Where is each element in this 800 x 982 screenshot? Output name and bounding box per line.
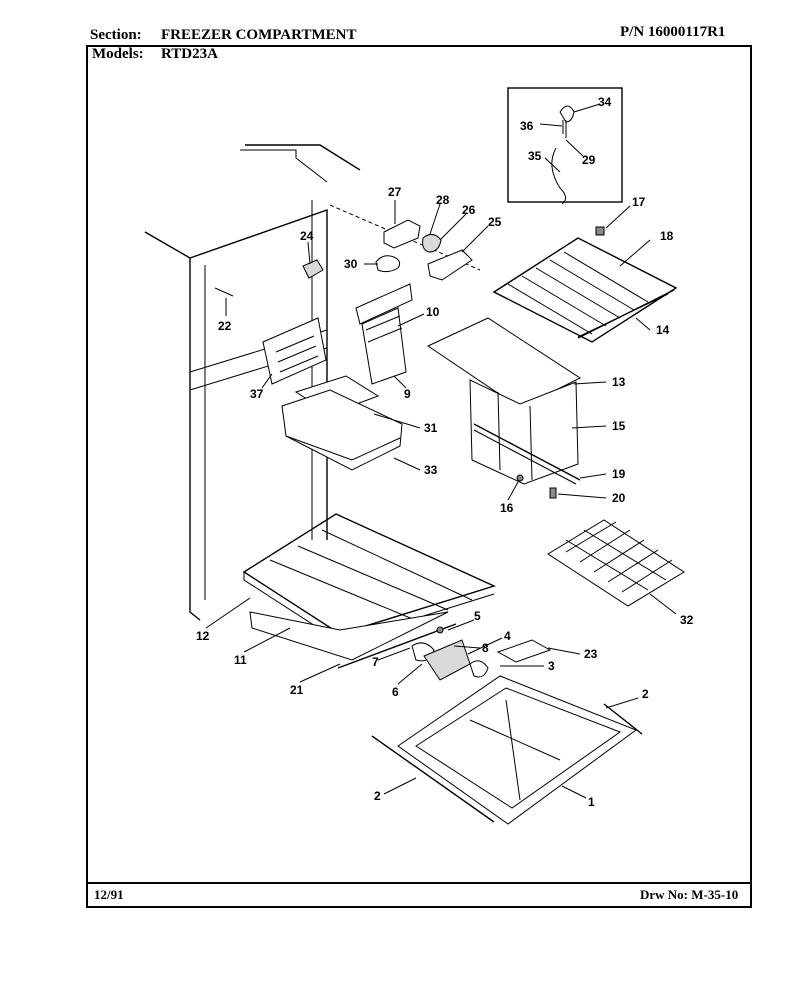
- callout-19: 19: [612, 467, 626, 481]
- footer-divider: [86, 882, 752, 884]
- callout-8: 8: [482, 641, 489, 655]
- callout-35: 35: [528, 149, 542, 163]
- light-socket: [422, 234, 442, 253]
- pan-rail-right: [603, 703, 643, 735]
- shelf-bracket: [469, 379, 579, 485]
- screw: [516, 474, 524, 482]
- callout-11: 11: [234, 653, 247, 667]
- callout-labels: 34 36 35 29 27 28 26 25 17 18 24 30 22 1…: [196, 95, 694, 809]
- callout-29: 29: [582, 153, 596, 167]
- callout-22: 22: [218, 319, 232, 333]
- glass-shelf: [426, 317, 582, 409]
- callout-28: 28: [436, 193, 450, 207]
- callout-36: 36: [520, 119, 534, 133]
- air-duct: [355, 283, 413, 385]
- callout-12: 12: [196, 629, 210, 643]
- fan-shroud: [496, 639, 552, 663]
- callout-27: 27: [388, 185, 402, 199]
- callout-9: 9: [404, 387, 411, 401]
- callout-6: 6: [392, 685, 399, 699]
- callout-4: 4: [504, 629, 511, 643]
- callout-24: 24: [300, 229, 314, 243]
- section-title: FREEZER COMPARTMENT: [161, 27, 357, 43]
- callout-30: 30: [344, 257, 358, 271]
- footer-drawing-number: Drw No: M-35-10: [640, 887, 739, 902]
- callout-25: 25: [488, 215, 502, 229]
- callout-13: 13: [612, 375, 626, 389]
- callout-10: 10: [426, 305, 440, 319]
- inset-box: [507, 87, 623, 203]
- callout-33: 33: [424, 463, 438, 477]
- callout-34: 34: [598, 95, 612, 109]
- callout-2-right: 2: [642, 687, 649, 701]
- callout-31: 31: [424, 421, 438, 435]
- callout-17: 17: [632, 195, 646, 209]
- drawing-frame: [86, 45, 752, 908]
- fan-motor: [423, 639, 471, 681]
- ice-bin: [281, 389, 403, 471]
- evaporator-pan: [397, 675, 638, 825]
- callout-7: 7: [372, 655, 379, 669]
- callout-16: 16: [500, 501, 514, 515]
- pan-rail-left: [371, 735, 495, 823]
- light-shield: [383, 219, 421, 249]
- mounting-stud: [549, 487, 557, 499]
- shelf-clip: [595, 226, 605, 236]
- fan-screw: [436, 626, 444, 634]
- callout-18: 18: [660, 229, 674, 243]
- callout-1: 1: [588, 795, 595, 809]
- freezer-cabinet: [144, 144, 481, 621]
- light-socket-assembly: [551, 105, 575, 205]
- evaporator-cover: [249, 611, 449, 661]
- light-bulb: [375, 255, 401, 273]
- section-label: Section:: [90, 27, 142, 43]
- control-housing: [427, 249, 473, 281]
- callout-5: 5: [474, 609, 481, 623]
- models-value: RTD23A: [161, 46, 218, 62]
- models-label: Models:: [92, 46, 144, 62]
- wire-shelf: [492, 237, 678, 343]
- callout-26: 26: [462, 203, 476, 217]
- motor-bracket: [469, 660, 489, 678]
- callout-15: 15: [612, 419, 626, 433]
- grill-tray: [547, 519, 685, 607]
- part-number: P/N 16000117R1: [620, 24, 726, 40]
- thermostat: [302, 259, 324, 279]
- shelf-trim: [577, 289, 675, 339]
- callout-21: 21: [290, 683, 304, 697]
- callout-37: 37: [250, 387, 264, 401]
- callout-3: 3: [548, 659, 555, 673]
- callout-32: 32: [680, 613, 694, 627]
- callout-2-left: 2: [374, 789, 381, 803]
- callout-23: 23: [584, 647, 598, 661]
- footer-date: 12/91: [94, 887, 124, 902]
- callout-14: 14: [656, 323, 670, 337]
- callout-20: 20: [612, 491, 626, 505]
- leader-lines: [205, 103, 677, 799]
- shelf-rail: [337, 623, 457, 669]
- front-trim: [473, 423, 581, 481]
- ice-rack: [262, 317, 327, 385]
